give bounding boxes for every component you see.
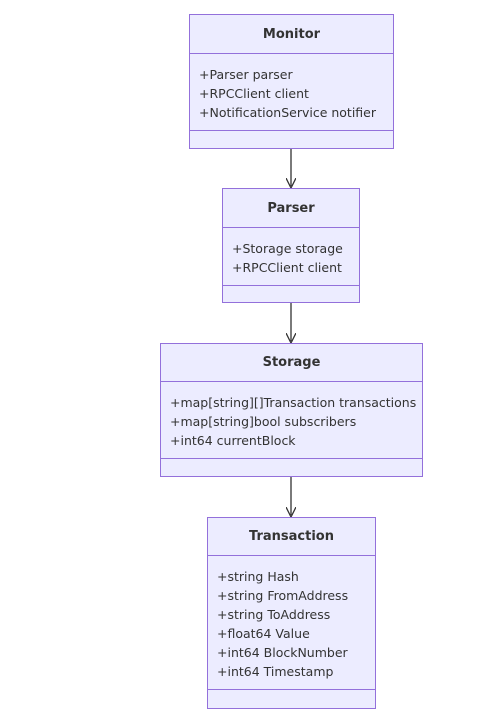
class-transaction-attributes: +string Hash +string FromAddress +string… [208, 556, 375, 690]
attribute: +int64 currentBlock [170, 433, 296, 448]
class-monitor[interactable]: Monitor +Parser parser +RPCClient client… [189, 14, 394, 149]
attribute: +RPCClient client [232, 260, 342, 275]
attribute: +map[string][]Transaction transactions [170, 395, 417, 410]
class-parser-attributes: +Storage storage +RPCClient client [223, 228, 359, 286]
class-transaction-name: Transaction [208, 518, 375, 556]
attribute: +string ToAddress [217, 607, 331, 622]
class-monitor-name: Monitor [190, 15, 393, 54]
class-storage[interactable]: Storage +map[string][]Transaction transa… [160, 343, 423, 477]
class-transaction[interactable]: Transaction +string Hash +string FromAdd… [207, 517, 376, 709]
class-parser[interactable]: Parser +Storage storage +RPCClient clien… [222, 188, 360, 303]
class-storage-name: Storage [161, 344, 422, 382]
class-parser-name: Parser [223, 189, 359, 228]
attribute: +float64 Value [217, 626, 310, 641]
attribute: +int64 Timestamp [217, 664, 334, 679]
attribute: +string Hash [217, 569, 299, 584]
attribute: +map[string]bool subscribers [170, 414, 357, 429]
attribute: +RPCClient client [199, 86, 309, 101]
attribute: +Storage storage [232, 241, 343, 256]
attribute: +string FromAddress [217, 588, 349, 603]
attribute: +Parser parser [199, 67, 293, 82]
attribute: +NotificationService notifier [199, 105, 377, 120]
class-storage-attributes: +map[string][]Transaction transactions +… [161, 382, 422, 459]
class-monitor-attributes: +Parser parser +RPCClient client +Notifi… [190, 54, 393, 131]
attribute: +int64 BlockNumber [217, 645, 348, 660]
